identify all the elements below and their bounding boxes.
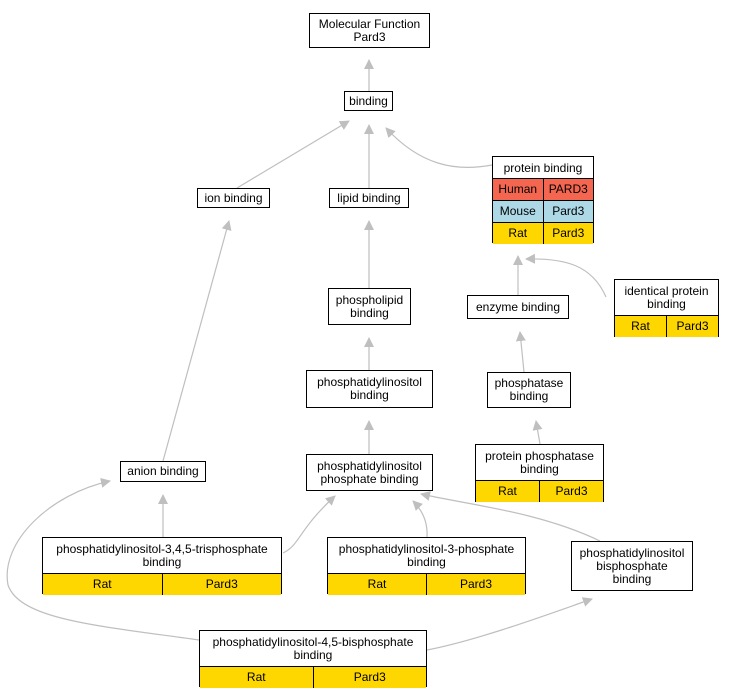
go-term-mf[interactable]: Molecular Function Pard3 <box>309 13 430 48</box>
go-term-anion[interactable]: anion binding <box>120 461 206 482</box>
go-term-label: enzyme binding <box>475 299 561 314</box>
go-term-enzyme[interactable]: enzyme binding <box>467 295 569 319</box>
go-term-label: anion binding <box>127 464 199 478</box>
species-row: Rat Pard3 <box>493 222 593 244</box>
go-term-label: phosphatase binding <box>494 376 564 403</box>
species-cell: Rat <box>246 670 266 684</box>
edge-identical-to-protein <box>525 253 607 298</box>
gene-cell[interactable]: Pard3 <box>161 574 282 595</box>
gene-cell[interactable]: PARD3 <box>542 179 594 200</box>
species-cell: Rat <box>92 577 112 591</box>
species-cell: Mouse <box>499 204 536 218</box>
species-row: Rat Pard3 <box>615 315 718 337</box>
go-term-label: phosphatidylinositol-4,5-bisphosphate bi… <box>212 635 414 662</box>
go-term-binding[interactable]: binding <box>344 91 393 111</box>
species-cell: Rat <box>508 226 528 240</box>
gene-cell[interactable]: Pard3 <box>542 201 594 222</box>
go-term-pip2[interactable]: phosphatidylinositol-4,5-bisphosphate bi… <box>199 630 427 688</box>
go-term-label: phosphatidylinositol-3,4,5-trisphosphate… <box>56 542 268 569</box>
gene-cell[interactable]: Pard3 <box>426 574 525 595</box>
go-term-ion[interactable]: ion binding <box>197 188 270 208</box>
species-cell: Human <box>498 182 538 196</box>
species-row: Human PARD3 <box>493 178 593 200</box>
species-row: Rat Pard3 <box>43 573 281 595</box>
gene-cell[interactable]: Pard3 <box>312 667 427 688</box>
edge-ion-to-binding <box>236 120 350 189</box>
go-term-label: phospholipid binding <box>335 292 404 320</box>
go-term-phospholipid[interactable]: phospholipid binding <box>328 288 411 325</box>
go-term-pip3[interactable]: phosphatidylinositol-3,4,5-trisphosphate… <box>42 537 282 595</box>
species-cell: Rat <box>631 319 650 333</box>
gene-cell[interactable]: Pard3 <box>539 481 603 502</box>
edge-pip3-to-pip <box>282 495 336 554</box>
go-term-phosphatase[interactable]: phosphatase binding <box>487 372 571 408</box>
go-term-label: phosphatidylinositol bisphosphate bindin… <box>579 545 685 586</box>
edge-protein-to-binding <box>385 127 493 168</box>
go-term-label: phosphatidylinositol binding <box>317 375 422 402</box>
edge-pip2-to-anion <box>6 478 200 641</box>
go-term-label: protein phosphatase binding <box>485 449 594 476</box>
edge-anion-to-ion <box>162 220 232 462</box>
species-row: Mouse Pard3 <box>493 200 593 222</box>
gene-cell[interactable]: Pard3 <box>666 316 718 337</box>
go-term-label: phosphatidylinositol phosphate binding <box>317 458 422 486</box>
go-term-pip[interactable]: phosphatidylinositol phosphate binding <box>306 454 433 491</box>
go-term-label: protein binding <box>503 160 583 175</box>
go-term-pibp[interactable]: phosphatidylinositol bisphosphate bindin… <box>571 541 693 591</box>
species-row: Rat Pard3 <box>328 573 525 595</box>
species-cell: Rat <box>498 484 517 498</box>
edge-pip2-to-pibp <box>426 597 593 651</box>
edge-ppb-to-phosphatase <box>532 420 543 445</box>
species-row: Rat Pard3 <box>200 666 426 688</box>
edge-pi3p-to-pip <box>412 500 428 538</box>
go-term-label: lipid binding <box>337 190 401 205</box>
species-row: Rat Pard3 <box>476 480 603 502</box>
go-term-label: identical protein binding <box>624 284 709 311</box>
edge-phosphatase-to-enzyme <box>515 331 526 373</box>
gene-cell[interactable]: Pard3 <box>542 223 594 244</box>
go-term-lipid[interactable]: lipid binding <box>329 188 409 208</box>
species-cell: Rat <box>367 577 387 591</box>
go-term-pi[interactable]: phosphatidylinositol binding <box>306 370 433 408</box>
go-term-label: Molecular Function Pard3 <box>318 16 421 44</box>
go-term-pi3p[interactable]: phosphatidylinositol-3-phosphate binding… <box>327 537 526 595</box>
edge-pibp-to-pip <box>420 491 601 542</box>
go-term-label: binding <box>349 93 388 108</box>
go-term-label: ion binding <box>204 190 263 205</box>
go-term-label: phosphatidylinositol-3-phosphate binding <box>338 542 515 569</box>
